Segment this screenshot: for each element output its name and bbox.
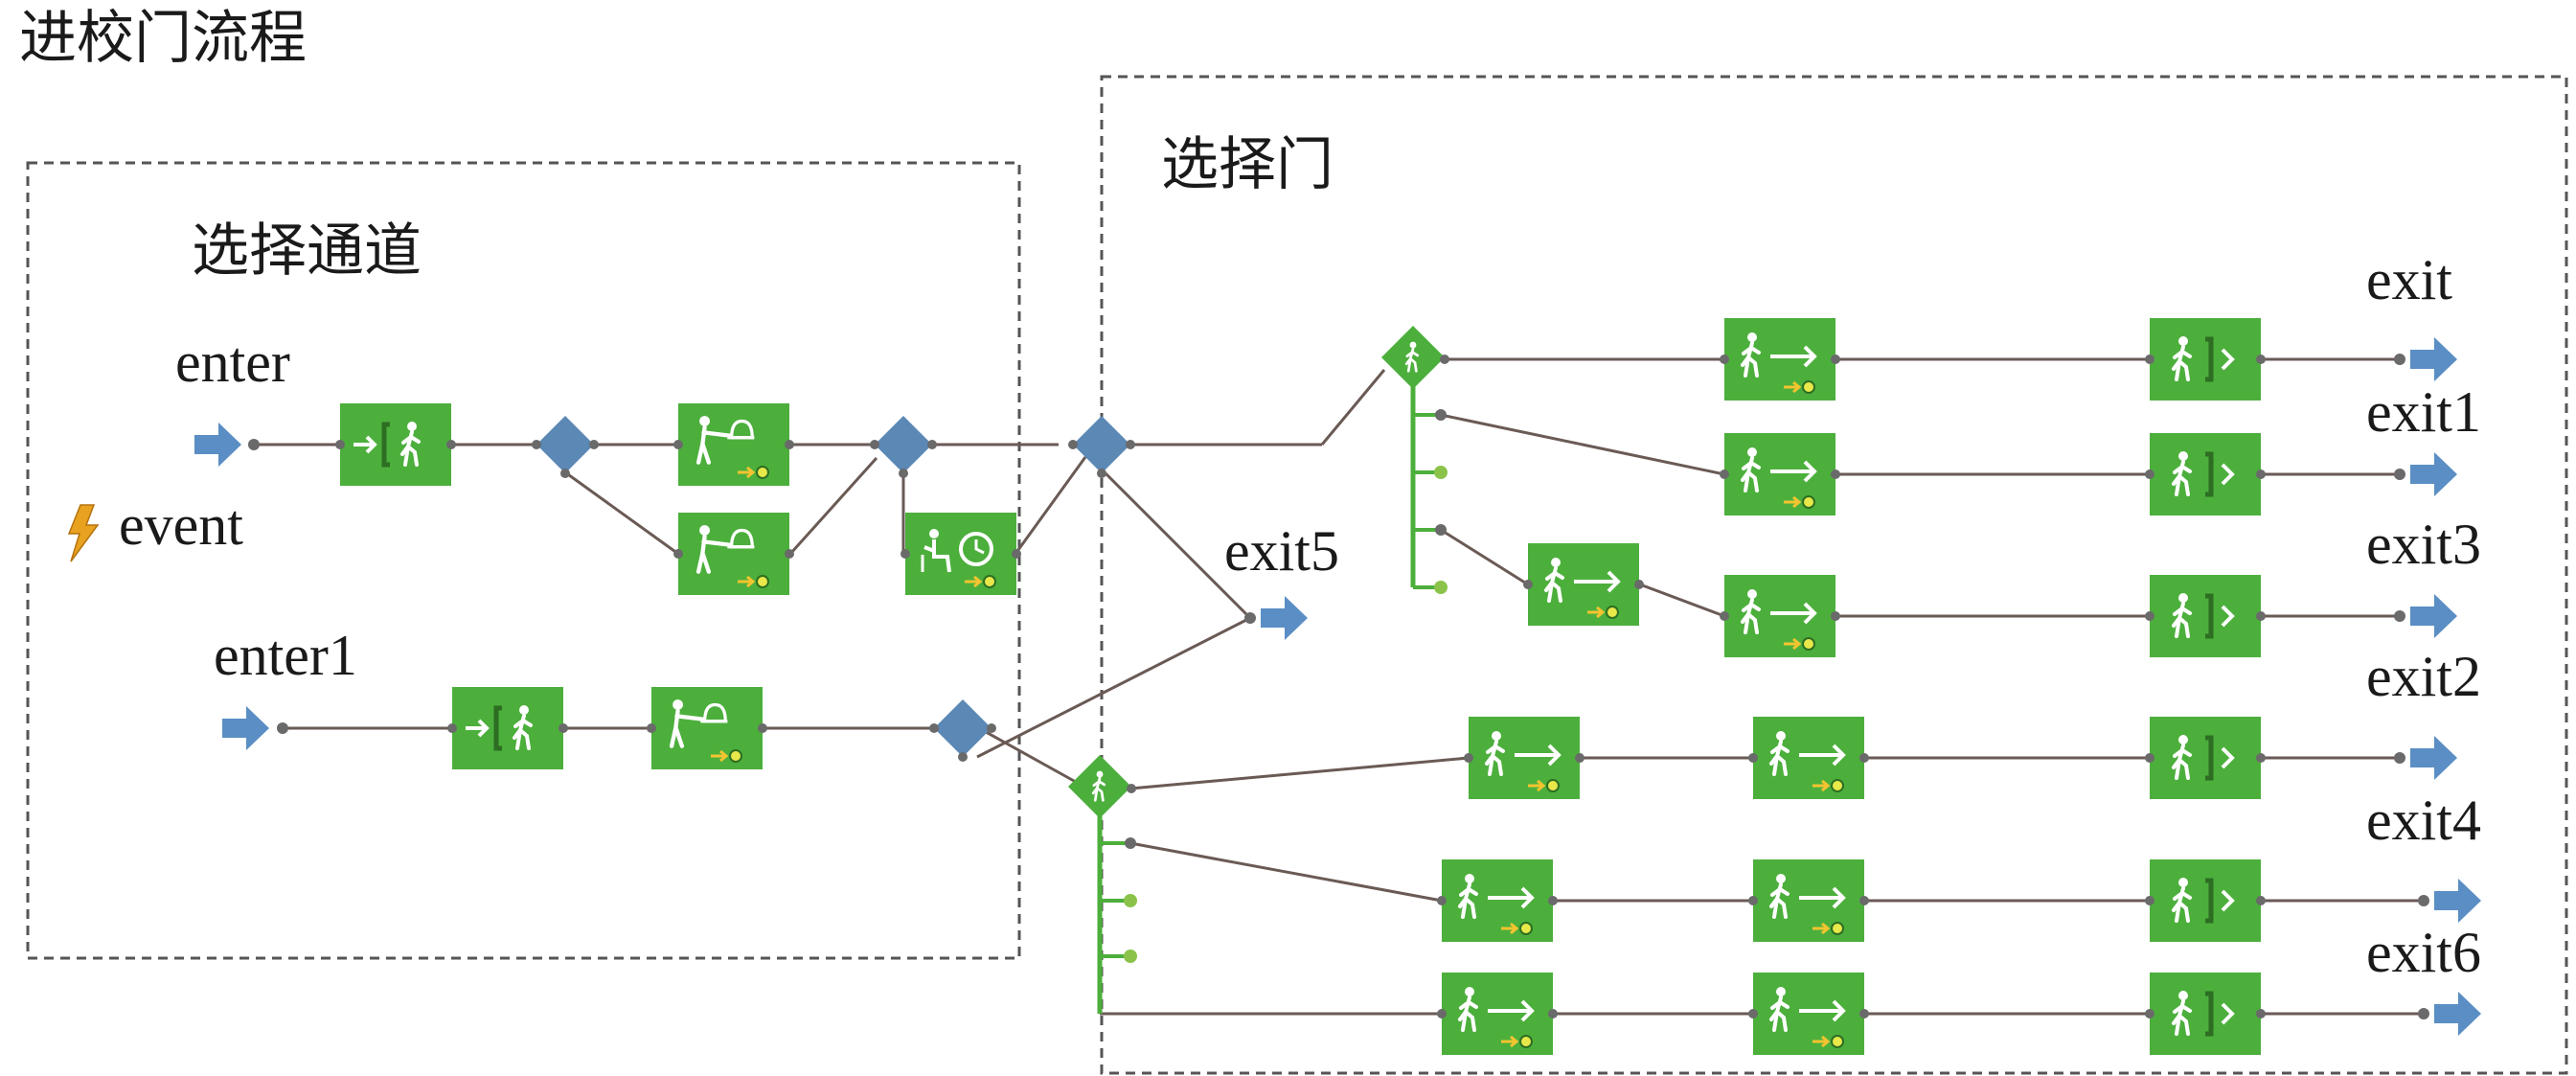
source-arrow-icon — [222, 706, 269, 750]
sink-label-exit5: exit5 — [1224, 519, 1339, 583]
pedestrian-go-to-icon — [1437, 973, 1558, 1055]
channel-group-box — [26, 161, 1021, 960]
group-label-channel: 选择通道 — [192, 217, 422, 285]
connector-lines — [254, 357, 2424, 1016]
sink-label-exit: exit — [2366, 248, 2452, 311]
source-label-enter1: enter1 — [214, 624, 357, 687]
pedestrian-go-to-icon — [1748, 973, 1869, 1055]
pedestrian-enter-icon — [447, 687, 568, 769]
pedestrian-sink-icon — [2145, 433, 2266, 515]
pedestrian-sink-icon — [2145, 717, 2266, 799]
pedestrian-sink-icon — [2145, 318, 2266, 401]
decision-diamond-icon — [929, 699, 996, 762]
pedestrian-go-to-icon — [1720, 318, 1840, 401]
pedestrian-go-to-icon — [1464, 717, 1584, 799]
decision-diamond-icon — [870, 416, 937, 478]
pedestrian-service-icon — [673, 403, 794, 486]
decision-diamond-icon — [532, 416, 599, 478]
pedestrian-service-icon — [647, 687, 767, 769]
source-arrow-icon — [194, 423, 241, 467]
pedestrian-go-to-icon — [1748, 859, 1869, 942]
pedestrian-wait-icon — [900, 513, 1021, 595]
event-label: event — [119, 493, 243, 557]
select-output-bus-upper — [1410, 383, 1448, 594]
select-output-icon — [1381, 326, 1449, 389]
gate-group-box — [1100, 75, 2568, 1075]
sink-label-exit3: exit3 — [2366, 513, 2481, 576]
select-output-bus-lower — [1097, 813, 1137, 1014]
sink-label-exit1: exit1 — [2366, 380, 2481, 444]
sink-arrows — [1261, 337, 2481, 1036]
pedestrian-go-to-icon — [1437, 859, 1558, 942]
pedestrian-go-to-icon — [1748, 717, 1869, 799]
select-output-icon — [1068, 755, 1136, 818]
sink-label-exit6: exit6 — [2366, 921, 2481, 984]
pedestrian-enter-icon — [335, 403, 456, 486]
lightning-event-icon — [67, 504, 100, 562]
pedestrian-service-icon — [673, 513, 794, 595]
pedestrian-go-to-icon — [1720, 575, 1840, 657]
source-label-enter: enter — [175, 331, 290, 394]
pedestrian-sink-icon — [2145, 859, 2266, 942]
sink-label-exit2: exit2 — [2366, 645, 2481, 708]
diagram-title: 进校门流程 — [19, 5, 307, 72]
pedestrian-sink-icon — [2145, 973, 2266, 1055]
pedestrian-go-to-icon — [1523, 543, 1644, 626]
sink-label-exit4: exit4 — [2366, 789, 2481, 852]
decision-diamond-icon — [1068, 416, 1135, 478]
group-label-gate: 选择门 — [1161, 131, 1334, 198]
pedestrian-sink-icon — [2145, 575, 2266, 657]
pedestrian-go-to-icon — [1720, 433, 1840, 515]
